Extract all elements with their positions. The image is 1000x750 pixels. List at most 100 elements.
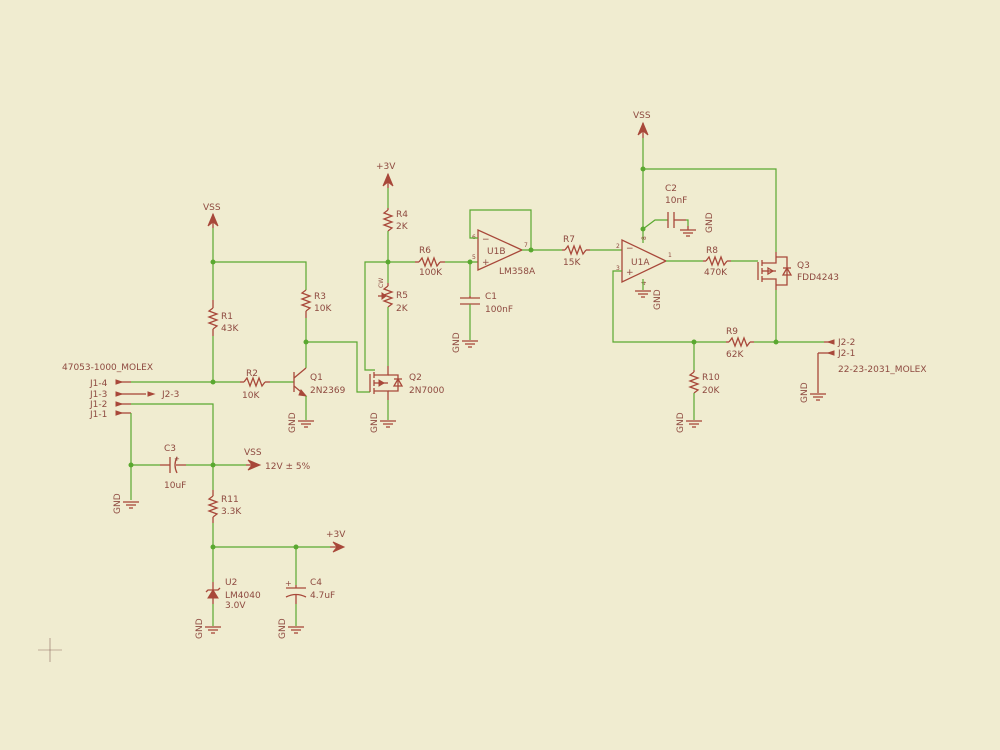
u1b-pin7: 7 <box>524 242 528 249</box>
q2-value: 2N7000 <box>409 386 445 396</box>
resistor-r8 <box>703 255 731 267</box>
c1-name: C1 <box>485 292 497 302</box>
r1-value: 43K <box>221 324 239 334</box>
resistor-r4 <box>382 208 394 232</box>
gnd-u1a: GND <box>653 289 663 310</box>
resistor-r7 <box>562 244 590 256</box>
mosfet-q3 <box>757 252 793 290</box>
vss-symbol-u1 <box>637 121 649 138</box>
r6-name: R6 <box>419 246 431 256</box>
potentiometer-r5 <box>378 283 394 308</box>
c1-value: 100nF <box>485 305 513 315</box>
r3-value: 10K <box>314 304 332 314</box>
resistor-r10 <box>688 370 700 394</box>
r4-name: R4 <box>396 210 408 220</box>
svg-text:+: + <box>285 579 292 588</box>
r9-value: 62K <box>726 350 744 360</box>
resistor-r6 <box>415 256 445 268</box>
c4-name: C4 <box>310 578 322 588</box>
q2-name: Q2 <box>409 373 422 383</box>
resistor-r1 <box>207 300 219 336</box>
c3-name: C3 <box>164 444 176 454</box>
r10-name: R10 <box>702 373 720 383</box>
r7-name: R7 <box>563 235 575 245</box>
svg-text:+: + <box>174 455 180 463</box>
capacitor-c4: + <box>285 579 307 604</box>
r11-value: 3.3K <box>221 507 242 517</box>
j1-4-label: J1-4 <box>89 379 108 389</box>
r6-value: 100K <box>419 268 443 278</box>
port-j2-3 <box>131 391 156 397</box>
p3v-symbol-bottom <box>330 541 346 553</box>
gnd-r10: GND <box>676 412 686 433</box>
r8-name: R8 <box>706 246 718 256</box>
j1-3-label: J1-3 <box>89 390 107 400</box>
capacitor-c2 <box>667 212 686 228</box>
r11-name: R11 <box>221 495 239 505</box>
q3-name: Q3 <box>797 261 810 271</box>
capacitor-c1 <box>460 296 480 305</box>
u1a-pin4: 4 <box>641 281 648 285</box>
p3v-label-bottom: +3V <box>326 530 346 540</box>
j2-2-label: J2-2 <box>837 338 855 348</box>
vss-label-c3: VSS <box>244 448 262 458</box>
gnd-c4: GND <box>278 618 288 639</box>
zener-u2 <box>205 582 221 604</box>
resistor-r9 <box>726 336 754 348</box>
u1a-pin1: 1 <box>668 252 672 259</box>
r5-pin-cw: CW <box>378 278 385 288</box>
gnd-symbol-c2 <box>680 226 696 237</box>
c2-value: 10nF <box>665 196 687 206</box>
r3-name: R3 <box>314 292 326 302</box>
gnd-c3: GND <box>113 493 123 514</box>
u1b-value: LM358A <box>499 267 536 277</box>
u1a-minus-sign: − <box>626 244 634 254</box>
r10-value: 20K <box>702 386 720 396</box>
j2-3-label: J2-3 <box>161 390 179 400</box>
vss-label-r1: VSS <box>203 203 221 213</box>
u1a-pin3: 3 <box>616 265 620 272</box>
vss-note: 12V ± 5% <box>265 462 311 472</box>
u1b-name: U1B <box>487 247 506 257</box>
transistor-q1 <box>293 367 308 397</box>
r5-value: 2K <box>396 304 409 314</box>
q1-name: Q1 <box>310 373 323 383</box>
r8-value: 470K <box>704 268 728 278</box>
molex2-label: 22-23-2031_MOLEX <box>838 365 927 375</box>
u1b-pin5: 5 <box>472 254 476 261</box>
j1-2-label: J1-2 <box>89 400 107 410</box>
u1a-plus-sign: + <box>626 268 634 278</box>
p3v-symbol-top <box>382 172 394 188</box>
molex1-label: 47053-1000_MOLEX <box>62 363 153 373</box>
gnd-c1: GND <box>452 332 462 353</box>
p3v-label-top: +3V <box>376 162 396 172</box>
u1b-plus-sign: + <box>482 258 490 268</box>
gnd-u2: GND <box>195 618 205 639</box>
r1-name: R1 <box>221 312 233 322</box>
vss-label-u1: VSS <box>633 111 651 121</box>
u2-value2: 3.0V <box>225 601 246 611</box>
capacitor-c3: + <box>160 455 186 474</box>
resistor-r3 <box>300 289 312 318</box>
connector-j2[interactable] <box>818 339 835 356</box>
u1a-name: U1A <box>631 258 650 268</box>
j1-1-label: J1-1 <box>89 410 107 420</box>
vss-symbol-c3 <box>246 459 262 471</box>
cursor-crosshair <box>38 638 62 662</box>
r2-value: 10K <box>242 391 260 401</box>
mosfet-q2 <box>369 366 404 400</box>
connector-j1[interactable] <box>115 379 131 416</box>
vss-symbol-r1: VSS <box>203 203 221 228</box>
r7-value: 15K <box>563 258 581 268</box>
q3-value: FDD4243 <box>797 273 839 283</box>
u1a-pin8: 8 <box>641 236 648 240</box>
gnd-q2: GND <box>370 412 380 433</box>
gnd-c2: GND <box>705 212 715 233</box>
u2-value: LM4040 <box>225 591 261 601</box>
gnd-j2: GND <box>800 382 810 403</box>
r4-value: 2K <box>396 222 409 232</box>
gnd-q1: GND <box>288 412 298 433</box>
u2-name: U2 <box>225 578 237 588</box>
r5-name: R5 <box>396 291 408 301</box>
c3-value: 10uF <box>164 481 186 491</box>
